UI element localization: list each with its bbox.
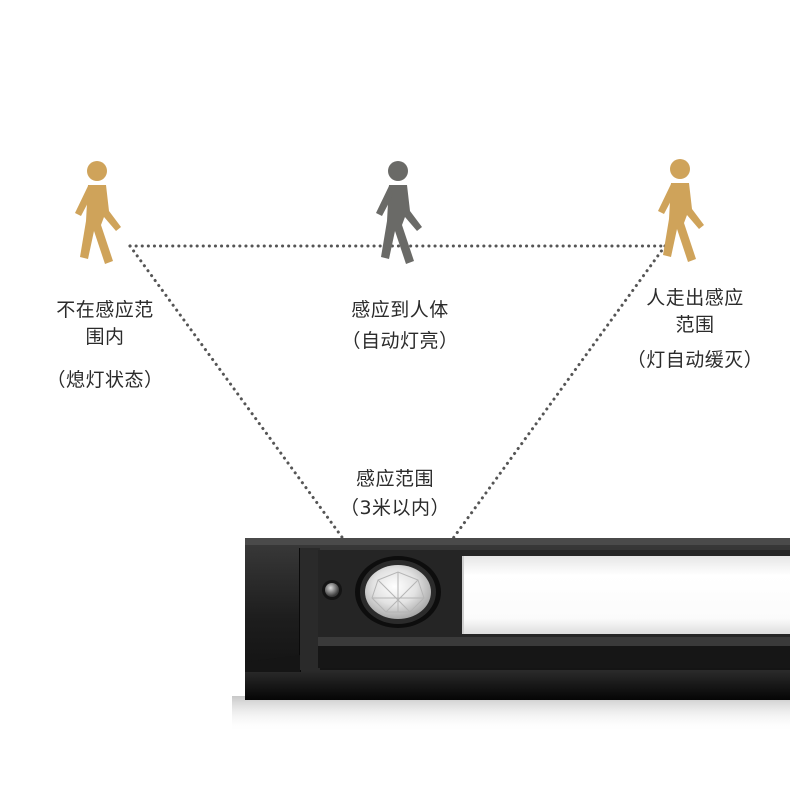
walking-person-middle-icon xyxy=(376,161,422,264)
label-range-line1: 感应范围 xyxy=(355,468,434,490)
label-out-of-range: 不在感应范 围内 （熄灯状态） xyxy=(10,297,200,394)
label-left-line1: 不在感应范 xyxy=(56,299,154,321)
label-right-line1: 人走出感应 xyxy=(646,287,744,309)
walking-person-right-icon xyxy=(658,159,704,262)
label-body-detected: 感应到人体 （自动灯亮） xyxy=(300,297,500,355)
light-diffuser xyxy=(462,556,790,634)
label-range-distance: （3米以内） xyxy=(339,497,451,519)
label-left-status: （熄灯状态） xyxy=(46,369,164,391)
pir-sensor-lens-icon xyxy=(355,556,441,628)
indicator-led-icon xyxy=(322,580,342,600)
label-mid-line1: 感应到人体 xyxy=(351,299,449,321)
label-right-status: （灯自动缓灭） xyxy=(626,349,764,371)
label-leaving-range: 人走出感应 范围 （灯自动缓灭） xyxy=(600,285,790,374)
label-left-line2: 围内 xyxy=(85,326,125,348)
sensing-range-lines xyxy=(128,244,667,568)
label-right-line2: 范围 xyxy=(675,314,715,336)
label-mid-status: （自动灯亮） xyxy=(341,330,459,352)
walking-person-left-icon xyxy=(75,161,121,264)
sensor-light-bar xyxy=(232,538,790,732)
label-sensor-range: 感应范围 （3米以内） xyxy=(300,466,490,522)
